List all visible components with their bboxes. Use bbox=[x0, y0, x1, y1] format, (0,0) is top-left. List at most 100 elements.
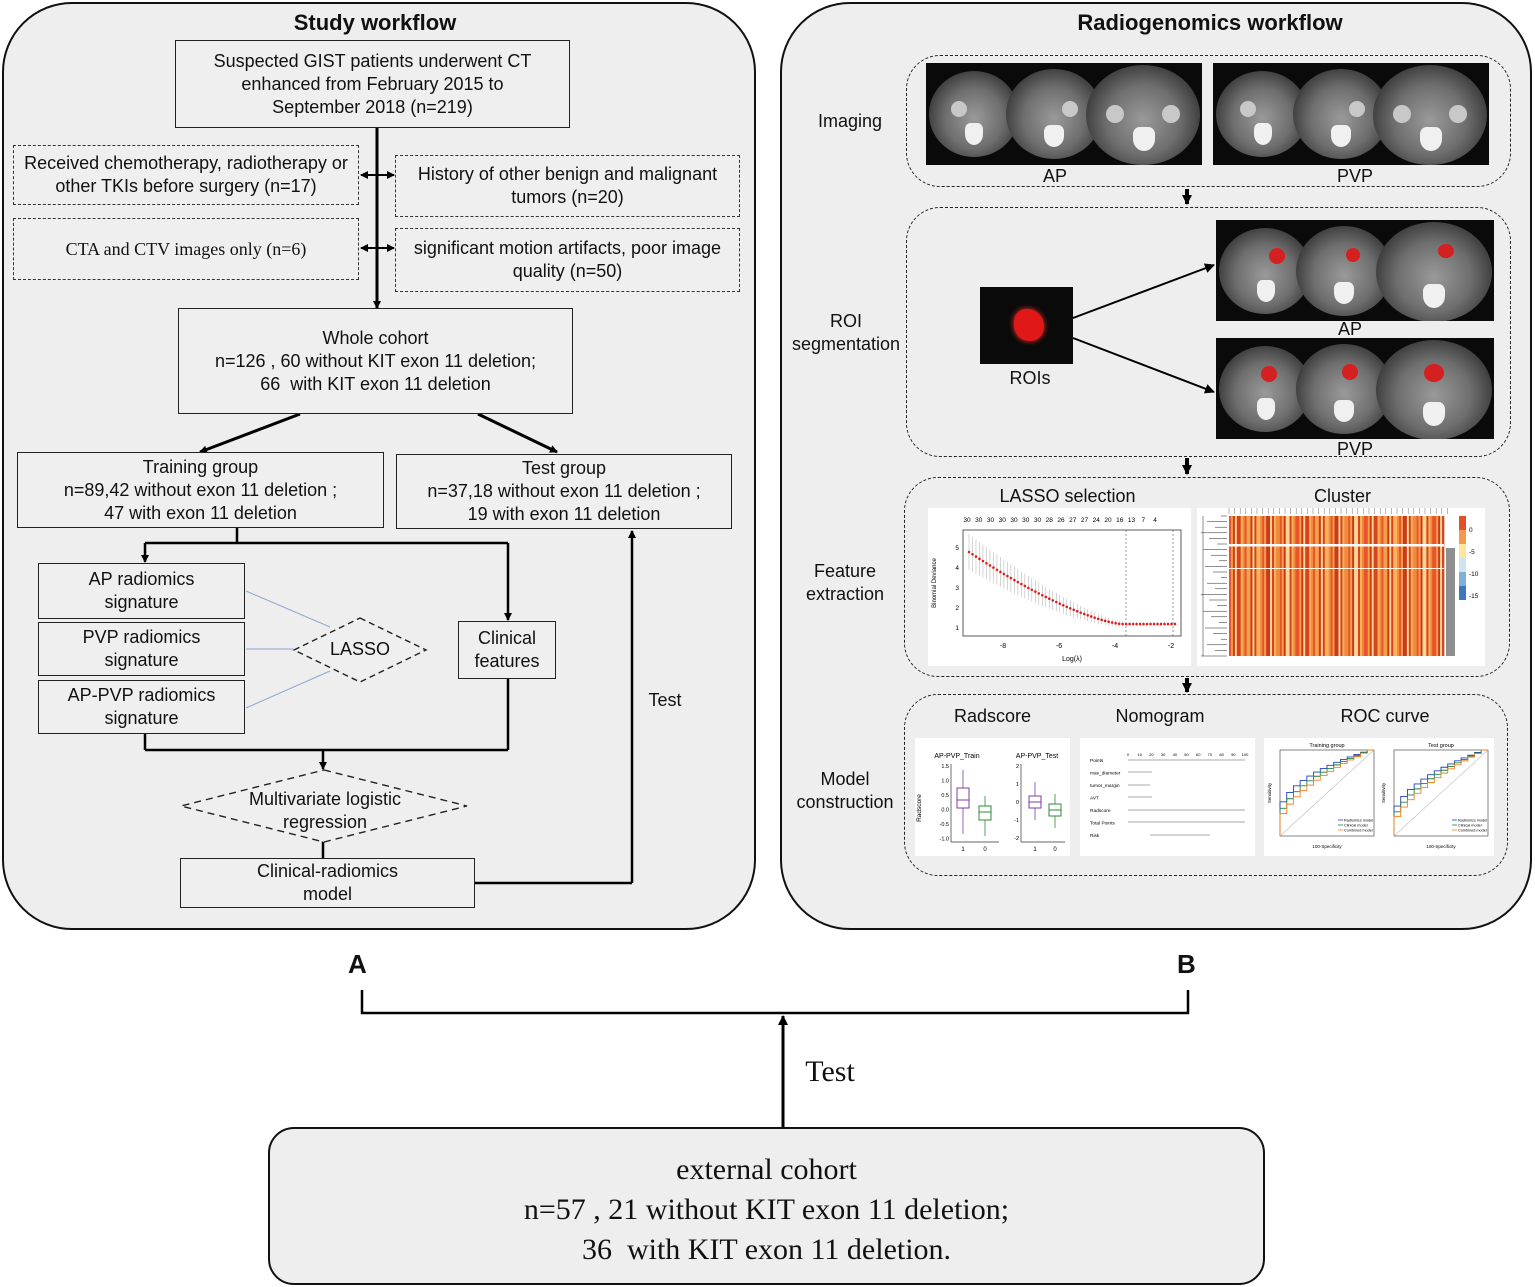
radiogenomics-connectors bbox=[1072, 189, 1215, 693]
lasso-top-tick: 13 bbox=[1128, 517, 1136, 524]
lasso-point bbox=[1051, 599, 1055, 602]
suspected-patients-box: Suspected GIST patients underwent CT enh… bbox=[175, 40, 570, 128]
appvp-signature-box: AP-PVP radiomics signature bbox=[38, 680, 245, 734]
cluster-heatmap-column bbox=[1273, 516, 1277, 656]
cluster-heatmap-column bbox=[1277, 516, 1281, 656]
lasso-selection-title: LASSO selection bbox=[999, 486, 1136, 506]
multivariate-label: Multivariate logistic regression bbox=[248, 789, 402, 832]
lasso-top-tick: 30 bbox=[963, 517, 971, 524]
cluster-heatmap-column bbox=[1332, 516, 1335, 656]
lasso-point bbox=[1013, 578, 1016, 582]
lasso-point bbox=[985, 561, 988, 565]
nomogram-points-tick: 100 bbox=[1242, 752, 1249, 757]
cluster-heatmap-column bbox=[1367, 516, 1371, 656]
cluster-heatmap-column bbox=[1418, 516, 1421, 656]
cluster-heatmap-column bbox=[1330, 516, 1333, 656]
cluster-heatmap-column bbox=[1358, 516, 1361, 656]
cluster-heatmap-column bbox=[1252, 516, 1255, 656]
radscore-left-ytick: -1.0 bbox=[940, 837, 949, 843]
nomogram-points-tick: 10 bbox=[1137, 752, 1142, 757]
multivariate-diamond bbox=[180, 769, 468, 843]
cluster-heatmap-column bbox=[1401, 516, 1404, 656]
roc-curve bbox=[1279, 749, 1374, 836]
nomogram-plot-svg: Pointsmax_diametertumor_marginAVTRadscor… bbox=[1090, 752, 1249, 839]
roc-legend-label: Combined model bbox=[1344, 829, 1373, 833]
nomogram-points-tick: 80 bbox=[1219, 752, 1224, 757]
lasso-point bbox=[1121, 622, 1124, 626]
lasso-top-tick: 24 bbox=[1093, 517, 1101, 524]
lasso-point bbox=[1016, 580, 1020, 584]
cluster-heatmap-column bbox=[1440, 516, 1443, 656]
cluster-heatmap-column bbox=[1404, 516, 1408, 656]
cluster-heatmap-column bbox=[1270, 516, 1273, 656]
model-stage-label: Model construction bbox=[796, 769, 894, 812]
cluster-heatmap-column bbox=[1436, 516, 1439, 656]
cluster-heatmap-column bbox=[1365, 516, 1369, 656]
nomogram-points-tick: 90 bbox=[1231, 752, 1236, 757]
exclusion-cta-box: CTA and CTV images only (n=6) bbox=[13, 218, 359, 280]
cluster-heatmap: 0-5-10-15 bbox=[1197, 508, 1485, 666]
roi-stage bbox=[906, 207, 1511, 457]
lasso-point bbox=[1159, 622, 1163, 626]
imaging-stage-label: Imaging bbox=[817, 111, 883, 131]
radscore-left-title: AP-PVP_Train bbox=[934, 753, 979, 760]
lasso-point bbox=[1103, 619, 1107, 623]
lasso-point bbox=[1114, 621, 1117, 625]
cluster-heatmap-column bbox=[1346, 516, 1349, 656]
cluster-heatmap-column bbox=[1373, 516, 1376, 656]
lasso-point bbox=[1048, 597, 1051, 601]
cluster-heatmap-column bbox=[1422, 516, 1425, 656]
lasso-point bbox=[1082, 612, 1086, 616]
roc-plot-svg: Training group100-SpecificitySensitivity… bbox=[1267, 743, 1489, 849]
cluster-heatmap-column bbox=[1416, 516, 1419, 656]
cluster-heatmap-column bbox=[1322, 516, 1326, 656]
cluster-heatmap-column bbox=[1258, 516, 1261, 656]
pvp-signature-box: PVP radiomics signature bbox=[38, 622, 245, 676]
test-group-box: Test group n=37,18 without exon 11 delet… bbox=[396, 454, 732, 529]
radscore-right-ytick: -1 bbox=[1014, 818, 1019, 824]
lasso-point bbox=[1044, 595, 1048, 599]
training-group-box: Training group n=89,42 without exon 11 d… bbox=[17, 452, 384, 528]
cluster-heatmap-column bbox=[1361, 516, 1365, 656]
lasso-point bbox=[1079, 611, 1083, 614]
test-line2: 19 with exon 11 deletion bbox=[467, 504, 661, 524]
roc-legend-label: Clinical model bbox=[1458, 824, 1482, 828]
cluster-heatmap-column bbox=[1387, 516, 1390, 656]
roi-to-pvp-arrow bbox=[1072, 337, 1215, 394]
lasso-point bbox=[999, 570, 1002, 574]
lasso-point bbox=[1096, 617, 1100, 621]
nomogram-row-label: Radscore bbox=[1090, 808, 1111, 814]
whole-cohort-box: Whole cohort n=126 , 60 without KIT exon… bbox=[178, 308, 573, 414]
lasso-point bbox=[1061, 603, 1065, 607]
lasso-point bbox=[971, 552, 974, 556]
cluster-heatmap-column bbox=[1385, 516, 1388, 656]
lasso-xlabel: Log(λ) bbox=[1062, 656, 1082, 663]
roc-panel-frame bbox=[1279, 749, 1375, 837]
lasso-top-tick: 30 bbox=[999, 517, 1007, 524]
radscore-left-ytick: -0.5 bbox=[940, 822, 949, 828]
radscore-train-1-box bbox=[956, 787, 970, 809]
lasso-point bbox=[1027, 586, 1030, 590]
cluster-heatmap-column bbox=[1359, 516, 1363, 656]
roi-pvp-ct-strip bbox=[1216, 338, 1494, 439]
external-test-connector bbox=[360, 990, 1190, 1128]
radscore-right-title: AP-PVP_Test bbox=[1016, 753, 1058, 760]
lasso-point bbox=[1166, 622, 1170, 626]
cluster-heatmap-column bbox=[1246, 516, 1249, 656]
cluster-scale-segment bbox=[1459, 530, 1466, 544]
lasso-x-tick: -6 bbox=[1056, 643, 1062, 650]
lasso-point bbox=[1054, 600, 1058, 604]
cluster-scale-segment bbox=[1459, 572, 1466, 586]
radscore-xcat: 1 bbox=[961, 847, 965, 853]
lasso-x-tick: -2 bbox=[1168, 643, 1174, 650]
external-cohort-line1: n=57 , 21 without KIT exon 11 deletion; bbox=[523, 1193, 1010, 1226]
roc-panel-title: Test group bbox=[1428, 743, 1454, 749]
roi-ap-label: AP bbox=[1337, 319, 1362, 339]
cluster-heatmap-column bbox=[1283, 516, 1286, 656]
lasso-point bbox=[1068, 607, 1072, 610]
model-stage bbox=[904, 694, 1508, 876]
whole-cohort-line1: n=126 , 60 without KIT exon 11 deletion; bbox=[214, 350, 537, 371]
lasso-top-tick: 27 bbox=[1069, 517, 1077, 524]
